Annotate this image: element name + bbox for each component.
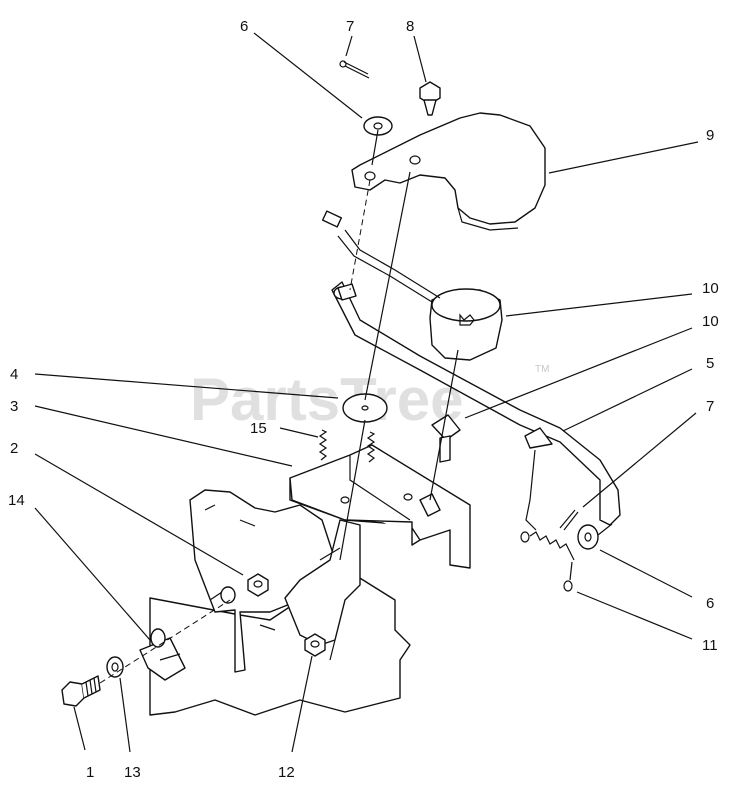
callout-3: 3 xyxy=(10,398,18,415)
frame-plate xyxy=(149,489,411,716)
callout-14: 14 xyxy=(8,492,25,509)
washer-part-6-top xyxy=(363,116,393,136)
cotter-pin-part-7-top xyxy=(339,60,370,79)
callout-7-top: 7 xyxy=(346,18,354,35)
callout-4: 4 xyxy=(10,366,18,383)
callout-5: 5 xyxy=(706,355,714,372)
switch-part-10 xyxy=(321,210,503,361)
assembly-line-c xyxy=(339,419,366,561)
callout-10-switch: 10 xyxy=(702,280,719,297)
watermark-trademark: TM xyxy=(535,364,549,375)
callout-6-top: 6 xyxy=(240,18,248,35)
spring-part-11 xyxy=(520,449,575,592)
callout-15: 15 xyxy=(250,420,267,437)
nut-part-12 xyxy=(304,633,326,657)
callout-1: 1 xyxy=(86,764,94,781)
callout-6-right: 6 xyxy=(706,595,714,612)
nut-part-2 xyxy=(220,573,269,604)
callout-2: 2 xyxy=(10,440,18,457)
bolt-part-1 xyxy=(61,675,101,707)
assembly-line-e xyxy=(371,129,379,166)
callout-12: 12 xyxy=(278,764,295,781)
assembly-line-a xyxy=(349,179,371,291)
washer-part-6-right xyxy=(577,524,599,550)
assembly-line-b xyxy=(364,171,411,401)
bolt-part-8 xyxy=(419,81,441,116)
watermark: PartsTree xyxy=(190,366,464,433)
callout-labels: 6 7 8 9 10 10 5 7 6 11 4 3 2 14 15 1 13 … xyxy=(8,18,719,781)
callout-13: 13 xyxy=(124,764,141,781)
bumper-part-10 xyxy=(419,414,461,517)
callout-9: 9 xyxy=(706,127,714,144)
callout-8: 8 xyxy=(406,18,414,35)
callout-10-bumper: 10 xyxy=(702,313,719,330)
bushing-part-14 xyxy=(139,628,186,681)
assembly-line-bolt xyxy=(99,599,231,684)
callout-11: 11 xyxy=(702,637,718,654)
assembly-line-f xyxy=(597,523,613,536)
plate-part-9 xyxy=(351,112,546,231)
spring-part-15 xyxy=(318,429,376,463)
assembly-line-d xyxy=(429,349,459,501)
callout-7-right: 7 xyxy=(706,398,714,415)
cotter-pin-part-7-right xyxy=(559,509,579,531)
washer-part-13 xyxy=(106,656,124,678)
leader-lines xyxy=(34,32,699,753)
